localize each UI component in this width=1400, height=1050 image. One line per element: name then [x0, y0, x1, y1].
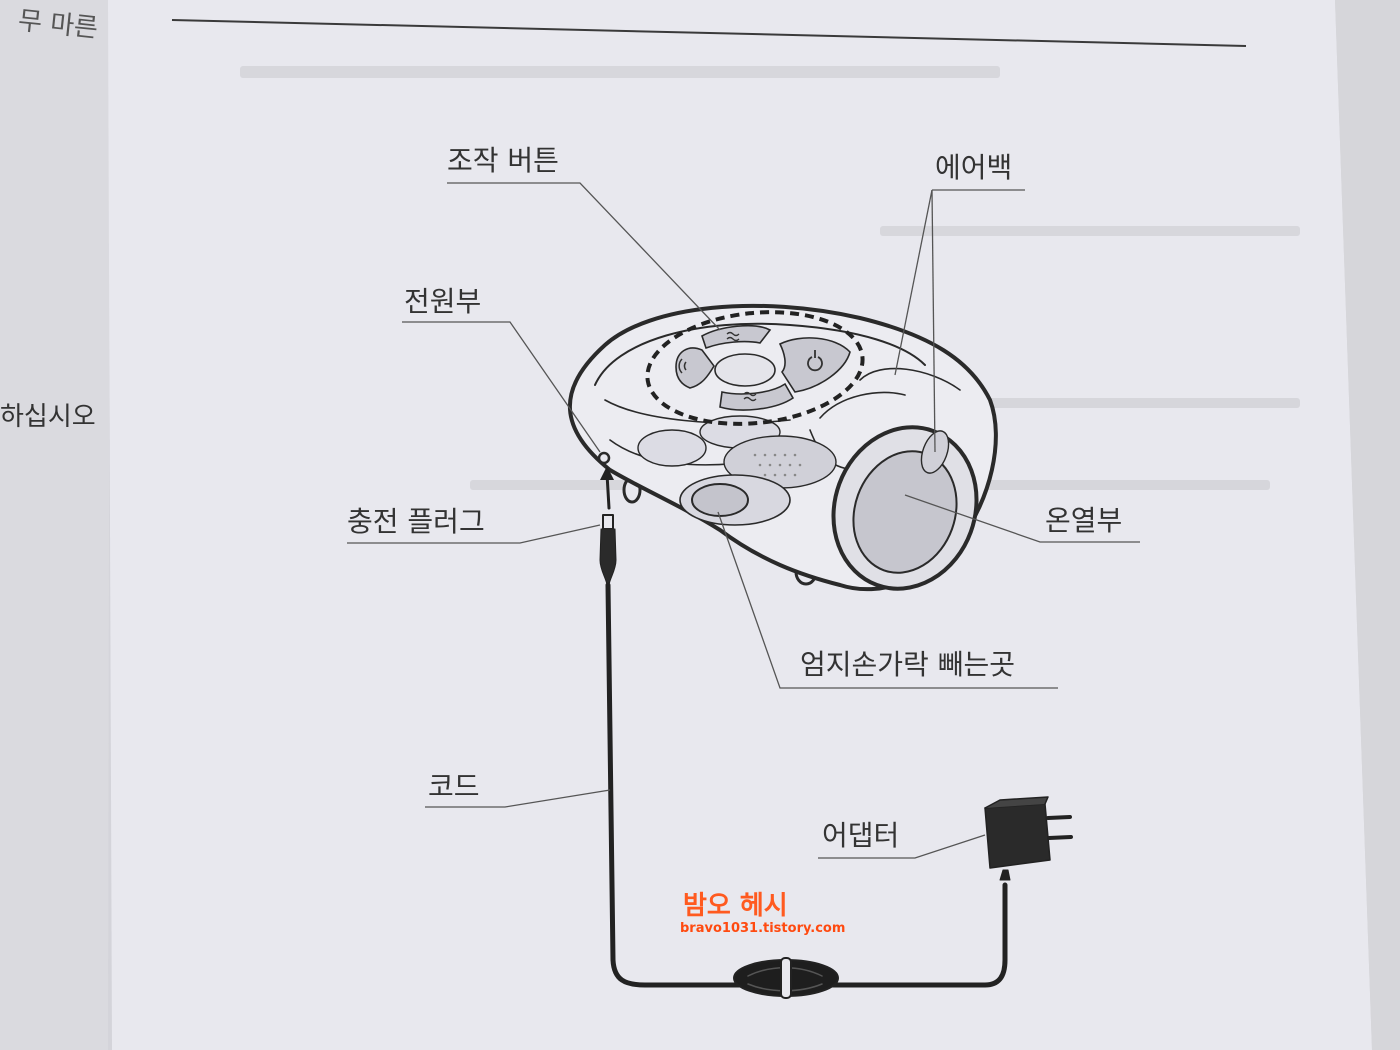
cord-assembly: [599, 466, 1073, 999]
watermark-url: bravo1031.tistory.com: [680, 921, 846, 936]
adapter: [984, 803, 1051, 869]
right-page-edge: [1335, 0, 1400, 1050]
button-bottom: [719, 382, 795, 411]
massager-device: [568, 303, 998, 592]
left-page: [0, 0, 110, 1050]
heat-wave-icon: [726, 331, 757, 402]
control-buttons: [675, 324, 851, 411]
left-page-fragment-2: 하십시오: [0, 402, 96, 432]
thumb-slot: [691, 483, 749, 517]
button-left: [675, 347, 715, 389]
wifi-icon: [678, 358, 687, 374]
adapter-prong-2: [1047, 835, 1073, 840]
watermark-title: 밤오 헤시: [683, 891, 788, 921]
button-top: [701, 324, 772, 350]
label-thumb-slot: 엄지손가락 빼는곳: [800, 648, 1015, 681]
adapter-prong-1: [1046, 815, 1072, 820]
power-port: [597, 451, 611, 465]
left-page-fragment-1: 무 마른: [16, 5, 100, 45]
cord: [605, 582, 748, 988]
leader-lines: [347, 182, 1140, 859]
cushion-left: [637, 429, 707, 467]
button-power: [778, 337, 851, 393]
control-panel-outline: [645, 310, 865, 426]
header-rule: [171, 19, 1247, 47]
button-center: [714, 353, 776, 387]
label-airbag: 에어백: [935, 151, 1013, 184]
label-charging-plug: 충전 플러그: [347, 505, 485, 538]
label-adapter: 어댑터: [822, 819, 900, 852]
charging-plug: [602, 514, 614, 530]
label-cord: 코드: [428, 770, 480, 803]
label-heating: 온열부: [1045, 504, 1123, 537]
label-control-buttons: 조작 버튼: [447, 144, 559, 177]
power-icon: [807, 350, 823, 372]
label-power: 전원부: [404, 285, 482, 318]
